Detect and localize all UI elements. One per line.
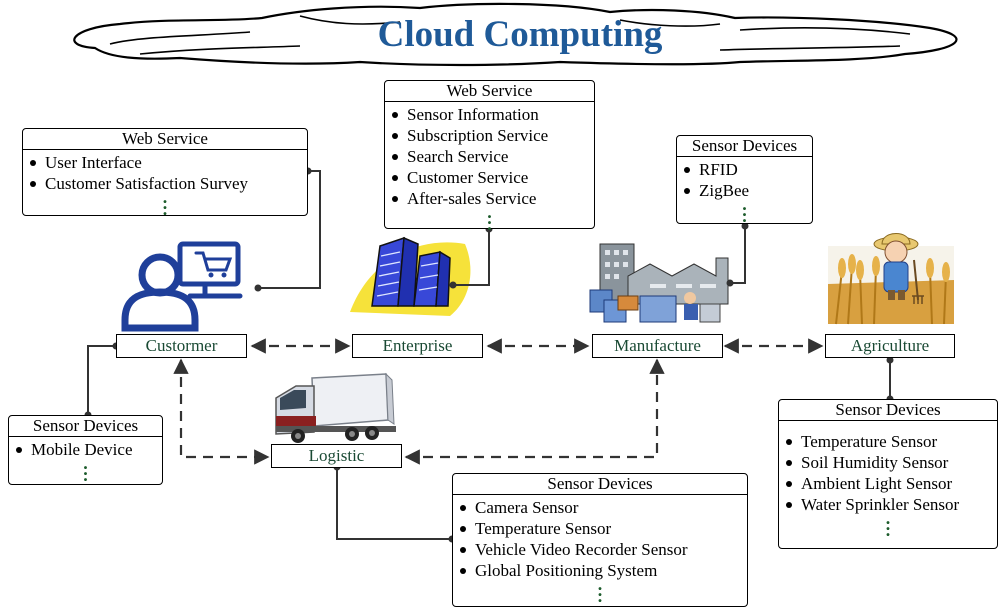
list-item: Ambient Light Sensor	[779, 473, 997, 494]
list-item: RFID	[677, 159, 812, 180]
list-item: After-sales Service	[385, 188, 594, 209]
enterprise-web-service-panel: Web Service Sensor Information Subscript…	[384, 80, 595, 234]
customer-computer-icon	[121, 241, 243, 332]
connector-enterprise-web	[453, 229, 490, 286]
list-item: Global Positioning System	[453, 560, 747, 581]
office-buildings-icon	[350, 236, 471, 316]
list-item: Temperature Sensor	[779, 431, 997, 452]
node-enterprise: Enterprise	[352, 334, 483, 358]
customer-sensor-panel: Sensor Devices Mobile Device ...	[8, 415, 163, 485]
more-ellipsis: ...	[83, 453, 88, 485]
list-item: Vehicle Video Recorder Sensor	[453, 539, 747, 560]
factory-icon	[589, 243, 729, 323]
panel-title: Sensor Devices	[9, 416, 162, 437]
list-item: User Interface	[23, 152, 307, 173]
panel-title: Sensor Devices	[453, 474, 747, 495]
more-ellipsis: ...	[597, 574, 603, 606]
node-manufacture: Manufacture	[592, 334, 723, 358]
node-logistic: Logistic	[271, 444, 402, 468]
list-item: Temperature Sensor	[453, 518, 747, 539]
list-item: ZigBee	[677, 180, 812, 201]
list-item: Customer Satisfaction Survey	[23, 173, 307, 194]
cloud-title: Cloud Computing	[377, 14, 663, 55]
list-item: Camera Sensor	[453, 497, 747, 518]
node-customer: Custormer	[116, 334, 247, 358]
connector-manufacture-sensor	[730, 224, 746, 284]
connector-customer-sensor	[87, 345, 116, 415]
list-item: Sensor Information	[385, 104, 594, 125]
list-item: Mobile Device	[9, 439, 162, 460]
manufacture-sensor-panel: Sensor Devices RFID ZigBee ...	[676, 135, 813, 226]
list-item: Search Service	[385, 146, 594, 167]
list-item: Soil Humidity Sensor	[779, 452, 997, 473]
more-ellipsis: ...	[162, 187, 168, 219]
panel-title: Sensor Devices	[677, 136, 812, 157]
more-ellipsis: ...	[487, 202, 492, 234]
arrow-customer-logistic	[173, 358, 270, 465]
connector-customer-web	[258, 170, 321, 289]
connector-logistic-sensor	[336, 467, 452, 540]
panel-title: Web Service	[385, 81, 594, 102]
agriculture-sensor-panel: Sensor Devices Temperature Sensor Soil H…	[778, 399, 998, 549]
panel-title: Web Service	[23, 129, 307, 150]
delivery-truck-icon	[275, 372, 396, 443]
arrow-logistic-manufacture	[404, 358, 665, 465]
farmer-wheat-icon	[828, 233, 954, 325]
more-ellipsis: ...	[885, 508, 891, 540]
panel-title: Sensor Devices	[779, 400, 997, 421]
more-ellipsis: ...	[742, 194, 747, 226]
node-agriculture: Agriculture	[825, 334, 955, 358]
list-item: Subscription Service	[385, 125, 594, 146]
logistic-sensor-panel: Sensor Devices Camera Sensor Temperature…	[452, 473, 748, 607]
customer-web-service-panel: Web Service User Interface Customer Sati…	[22, 128, 308, 219]
cloud-icon	[73, 2, 958, 67]
list-item: Water Sprinkler Sensor	[779, 494, 997, 515]
list-item: Customer Service	[385, 167, 594, 188]
